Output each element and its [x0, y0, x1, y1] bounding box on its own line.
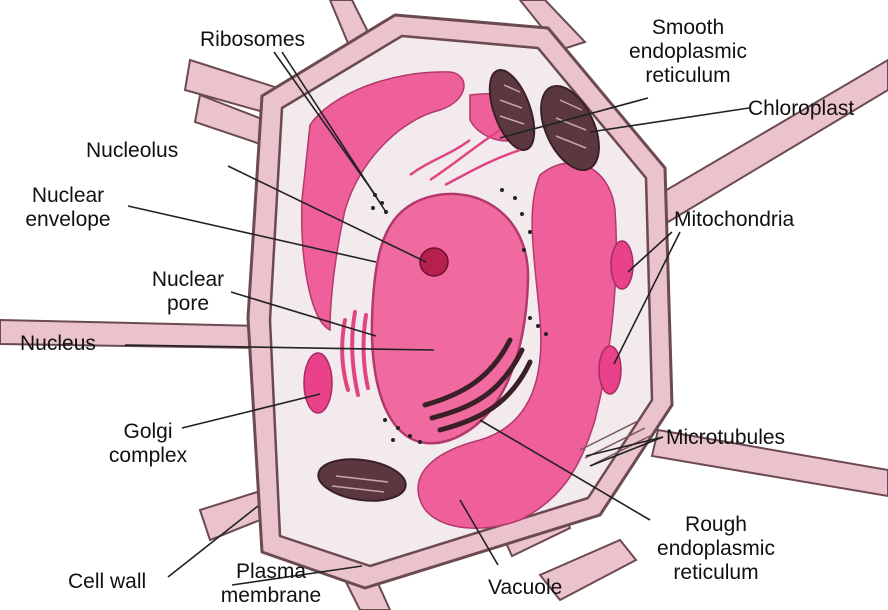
label-nuclear-envelope-line2: envelope: [16, 208, 120, 232]
label-golgi-complex-line1: Golgi: [96, 420, 200, 444]
label-smooth-er-line1: Smooth: [614, 16, 762, 40]
label-nuclear-pore-line2: pore: [140, 292, 236, 316]
label-cell-wall: Cell wall: [68, 570, 146, 594]
label-plasma-membrane: Plasma membrane: [206, 560, 336, 608]
label-rough-er-line2: endoplasmic: [642, 537, 790, 561]
label-nuclear-pore-line1: Nuclear: [140, 268, 236, 292]
label-rough-er: Rough endoplasmic reticulum: [642, 513, 790, 585]
label-plasma-membrane-line1: Plasma: [206, 560, 336, 584]
label-mitochondria: Mitochondria: [674, 208, 794, 232]
label-smooth-er-line3: reticulum: [614, 64, 762, 88]
label-smooth-er-line2: endoplasmic: [614, 40, 762, 64]
label-nucleolus: Nucleolus: [86, 139, 178, 163]
label-microtubules: Microtubules: [666, 426, 785, 450]
label-nuclear-envelope: Nuclear envelope: [16, 184, 120, 232]
label-rough-er-line1: Rough: [642, 513, 790, 537]
label-ribosomes: Ribosomes: [200, 28, 305, 52]
label-nuclear-pore: Nuclear pore: [140, 268, 236, 316]
label-golgi-complex: Golgi complex: [96, 420, 200, 468]
label-smooth-er: Smooth endoplasmic reticulum: [614, 16, 762, 88]
label-vacuole: Vacuole: [488, 576, 562, 600]
label-plasma-membrane-line2: membrane: [206, 584, 336, 608]
label-golgi-complex-line2: complex: [96, 444, 200, 468]
label-nucleus: Nucleus: [20, 332, 96, 356]
label-chloroplast: Chloroplast: [748, 97, 854, 121]
label-rough-er-line3: reticulum: [642, 561, 790, 585]
label-nuclear-envelope-line1: Nuclear: [16, 184, 120, 208]
